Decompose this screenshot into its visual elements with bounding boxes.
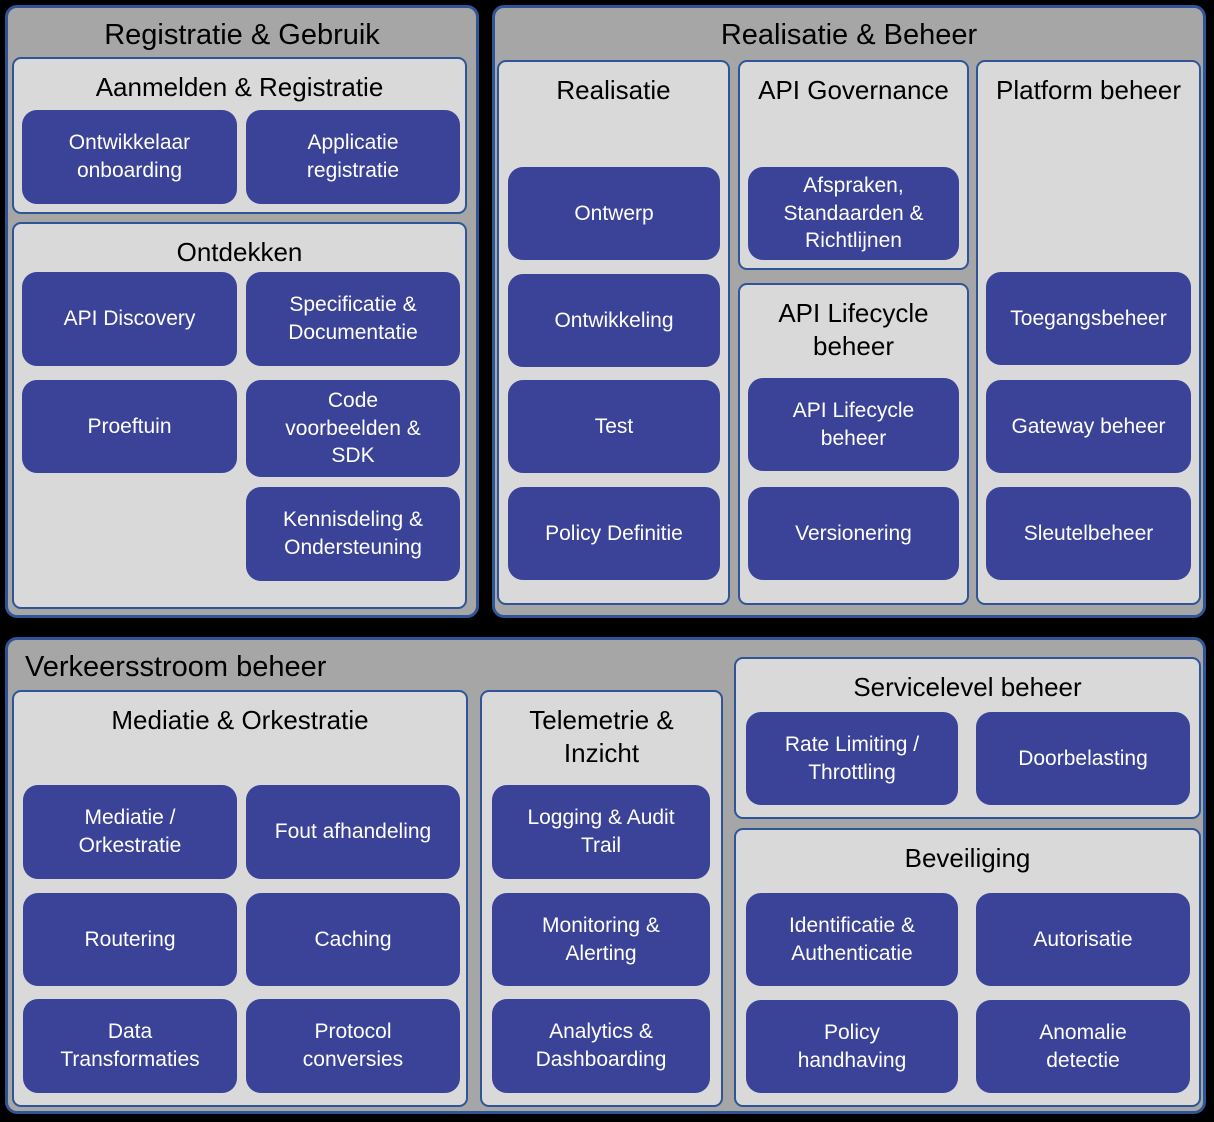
- box-autorisatie: Autorisatie: [976, 893, 1190, 986]
- box-routering: Routering: [23, 893, 237, 986]
- section-beveiliging-title: Beveiliging: [904, 843, 1031, 873]
- box-ontwerp: Ontwerp: [508, 167, 720, 260]
- box-logging-audit-trail: Logging & Audit Trail: [492, 785, 710, 879]
- panel-realisatie-beheer: Realisatie & Beheer Realisatie Ontwerp O…: [492, 5, 1206, 618]
- box-policy-definitie: Policy Definitie: [508, 487, 720, 580]
- box-kennisdeling-ondersteuning: Kennisdeling & Ondersteuning: [246, 487, 460, 581]
- box-afspraken-standaarden-richtlijnen: Afspraken, Standaarden & Richtlijnen: [748, 167, 959, 260]
- box-ontwikkeling: Ontwikkeling: [508, 274, 720, 367]
- section-api-lifecycle-beheer-title: API Lifecycle beheer: [778, 298, 929, 361]
- section-aanmelden-registratie: Aanmelden & Registratie Ontwikkelaar onb…: [12, 57, 467, 214]
- section-ontdekken: Ontdekken API Discovery Specificatie & D…: [12, 222, 467, 609]
- section-mediatie-orkestratie-title: Mediatie & Orkestratie: [111, 705, 369, 735]
- box-applicatie-registratie: Applicatie registratie: [246, 110, 460, 204]
- box-caching: Caching: [246, 893, 460, 986]
- panel-registratie-gebruik: Registratie & Gebruik Aanmelden & Regist…: [5, 5, 479, 618]
- box-rate-limiting-throttling: Rate Limiting / Throttling: [746, 712, 958, 805]
- box-protocol-conversies: Protocol conversies: [246, 999, 460, 1093]
- section-platform-beheer: Platform beheer Toegangsbeheer Gateway b…: [976, 60, 1201, 605]
- section-telemetrie-inzicht-title: Telemetrie & Inzicht: [529, 705, 674, 768]
- section-telemetrie-inzicht: Telemetrie & Inzicht Logging & Audit Tra…: [480, 690, 723, 1107]
- box-test: Test: [508, 380, 720, 473]
- section-api-lifecycle-beheer: API Lifecycle beheer API Lifecycle behee…: [738, 283, 969, 605]
- box-specificatie-documentatie: Specificatie & Documentatie: [246, 272, 460, 366]
- box-proeftuin: Proeftuin: [22, 380, 237, 473]
- panel-realisatie-beheer-title: Realisatie & Beheer: [720, 19, 978, 51]
- section-servicelevel-beheer-title: Servicelevel beheer: [853, 672, 1082, 702]
- panel-verkeersstroom-beheer: Verkeersstroom beheer Mediatie & Orkestr…: [5, 637, 1206, 1114]
- section-api-governance: API Governance Afspraken, Standaarden & …: [738, 60, 969, 270]
- box-sleutelbeheer: Sleutelbeheer: [986, 487, 1191, 580]
- box-mediatie-orkestratie: Mediatie / Orkestratie: [23, 785, 237, 879]
- box-doorbelasting: Doorbelasting: [976, 712, 1190, 805]
- section-platform-beheer-title: Platform beheer: [996, 75, 1181, 105]
- panel-registratie-gebruik-title: Registratie & Gebruik: [104, 19, 380, 51]
- box-monitoring-alerting: Monitoring & Alerting: [492, 893, 710, 986]
- box-toegangsbeheer: Toegangsbeheer: [986, 272, 1191, 365]
- section-beveiliging: Beveiliging Identificatie & Authenticati…: [734, 828, 1201, 1107]
- box-api-discovery: API Discovery: [22, 272, 237, 366]
- box-api-lifecycle-beheer: API Lifecycle beheer: [748, 378, 959, 471]
- section-aanmelden-registratie-title: Aanmelden & Registratie: [95, 72, 384, 102]
- box-code-voorbeelden-sdk: Code voorbeelden & SDK: [246, 380, 460, 477]
- box-analytics-dashboarding: Analytics & Dashboarding: [492, 999, 710, 1093]
- box-gateway-beheer: Gateway beheer: [986, 380, 1191, 473]
- section-servicelevel-beheer: Servicelevel beheer Rate Limiting / Thro…: [734, 657, 1201, 819]
- box-identificatie-authenticatie: Identificatie & Authenticatie: [746, 893, 958, 986]
- box-data-transformaties: Data Transformaties: [23, 999, 237, 1093]
- box-anomalie-detectie: Anomalie detectie: [976, 1000, 1190, 1093]
- section-mediatie-orkestratie: Mediatie & Orkestratie Mediatie / Orkest…: [12, 690, 468, 1107]
- box-ontwikkelaar-onboarding: Ontwikkelaar onboarding: [22, 110, 237, 204]
- section-realisatie: Realisatie Ontwerp Ontwikkeling Test Pol…: [497, 60, 730, 605]
- section-api-governance-title: API Governance: [758, 75, 949, 105]
- section-ontdekken-title: Ontdekken: [176, 237, 303, 267]
- section-realisatie-title: Realisatie: [556, 75, 671, 105]
- panel-verkeersstroom-beheer-title: Verkeersstroom beheer: [25, 651, 327, 683]
- box-fout-afhandeling: Fout afhandeling: [246, 785, 460, 879]
- box-versionering: Versionering: [748, 487, 959, 580]
- box-policy-handhaving: Policy handhaving: [746, 1000, 958, 1093]
